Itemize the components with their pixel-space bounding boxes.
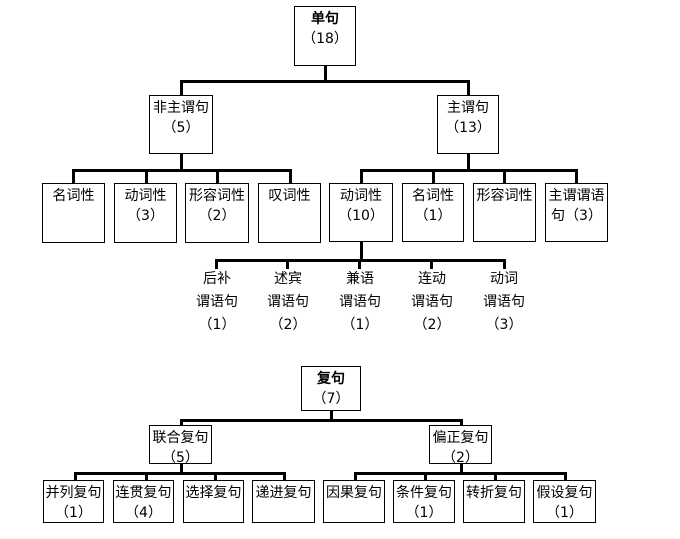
node-title: 动词性 xyxy=(340,188,382,204)
subtype-line1: 兼语 xyxy=(346,271,374,287)
node-title: 因果复句 xyxy=(326,485,382,501)
node-count: （4） xyxy=(125,505,162,521)
verb-subtype: 动词 谓语句 （3） xyxy=(474,268,534,337)
node-title: 偏正复句 xyxy=(432,430,489,446)
compound-sentence-root: 复句 （7） xyxy=(301,366,361,411)
subtype-line2: 谓语句 xyxy=(339,294,381,310)
node-count: （2） xyxy=(442,450,479,466)
leaf-node: 动词性 （3） xyxy=(114,183,177,243)
node-title: 名词性 xyxy=(412,188,454,204)
subject-predicate-node: 主谓句 （13） xyxy=(437,95,499,154)
subtype-line1: 动词 xyxy=(490,271,518,287)
node-count: （7） xyxy=(312,391,350,407)
node-count: 句（3） xyxy=(551,208,602,224)
subtype-line1: 连动 xyxy=(418,271,446,287)
verb-subtype: 述宾 谓语句 （2） xyxy=(258,268,318,337)
leaf-node: 转折复句 xyxy=(463,480,525,523)
leaf-node: 形容词性 （2） xyxy=(185,183,249,243)
node-title: 叹词性 xyxy=(268,188,311,204)
node-title: 条件复句 xyxy=(396,485,452,501)
leaf-node: 名词性 （1） xyxy=(402,183,464,242)
coordinate-compound-node: 联合复句 （5） xyxy=(149,425,212,466)
node-title: 主谓句 xyxy=(447,100,489,116)
subtype-count: （2） xyxy=(413,317,451,333)
leaf-node: 叹词性 xyxy=(258,183,321,243)
node-title: 主谓谓语 xyxy=(548,188,605,204)
node-title: 名词性 xyxy=(52,188,95,204)
subtype-count: （3） xyxy=(485,317,523,333)
node-count: （1） xyxy=(55,505,92,521)
leaf-node: 连贯复句 （4） xyxy=(113,480,174,523)
subtype-line2: 谓语句 xyxy=(411,294,453,310)
leaf-node: 因果复句 xyxy=(323,480,385,523)
node-title: 动词性 xyxy=(124,188,167,204)
subordinate-compound-node: 偏正复句 （2） xyxy=(429,425,492,466)
node-title: 单句 xyxy=(311,11,339,27)
node-count: （5） xyxy=(162,450,199,466)
node-count: （1） xyxy=(405,505,443,521)
node-title: 转折复句 xyxy=(466,485,522,501)
node-title: 形容词性 xyxy=(189,188,245,204)
subtype-line1: 述宾 xyxy=(274,271,302,287)
verb-subtype: 连动 谓语句 （2） xyxy=(402,268,462,337)
node-title: 复句 xyxy=(317,371,345,387)
node-count: （1） xyxy=(414,208,452,224)
subtype-count: （2） xyxy=(269,317,307,333)
node-count: （18） xyxy=(302,31,348,47)
non-subject-predicate-node: 非主谓句 （5） xyxy=(149,95,213,154)
subtype-line2: 谓语句 xyxy=(483,294,525,310)
leaf-node: 递进复句 xyxy=(252,480,315,523)
node-title: 选择复句 xyxy=(185,485,242,501)
node-count: （10） xyxy=(338,208,384,224)
subtype-line2: 谓语句 xyxy=(267,294,309,310)
node-title: 递进复句 xyxy=(255,485,312,501)
subtype-line2: 谓语句 xyxy=(196,294,238,310)
node-count: （13） xyxy=(445,120,491,136)
node-title: 联合复句 xyxy=(152,430,209,446)
node-title: 非主谓句 xyxy=(153,100,209,116)
node-title: 并列复句 xyxy=(45,485,102,501)
node-title: 连贯复句 xyxy=(115,485,172,501)
verb-subtype: 后补 谓语句 （1） xyxy=(187,268,247,337)
leaf-node: 条件复句 （1） xyxy=(393,480,455,523)
leaf-node: 选择复句 xyxy=(183,480,244,523)
simple-sentence-root: 单句 （18） xyxy=(294,6,356,66)
leaf-node: 动词性 （10） xyxy=(329,183,393,242)
node-count: （5） xyxy=(162,120,200,136)
leaf-node: 假设复句 （1） xyxy=(533,480,596,523)
leaf-node: 并列复句 （1） xyxy=(43,480,104,523)
leaf-node: 形容词性 xyxy=(473,183,536,242)
leaf-node: 名词性 xyxy=(42,183,105,243)
subtype-line1: 后补 xyxy=(203,271,231,287)
node-count: （2） xyxy=(198,208,236,224)
subtype-count: （1） xyxy=(341,317,379,333)
leaf-node: 主谓谓语 句（3） xyxy=(545,183,608,242)
node-title: 形容词性 xyxy=(476,188,533,204)
node-count: （3） xyxy=(127,208,164,224)
subtype-count: （1） xyxy=(198,317,236,333)
node-title: 假设复句 xyxy=(536,485,593,501)
node-count: （1） xyxy=(546,505,583,521)
verb-subtype: 兼语 谓语句 （1） xyxy=(330,268,390,337)
